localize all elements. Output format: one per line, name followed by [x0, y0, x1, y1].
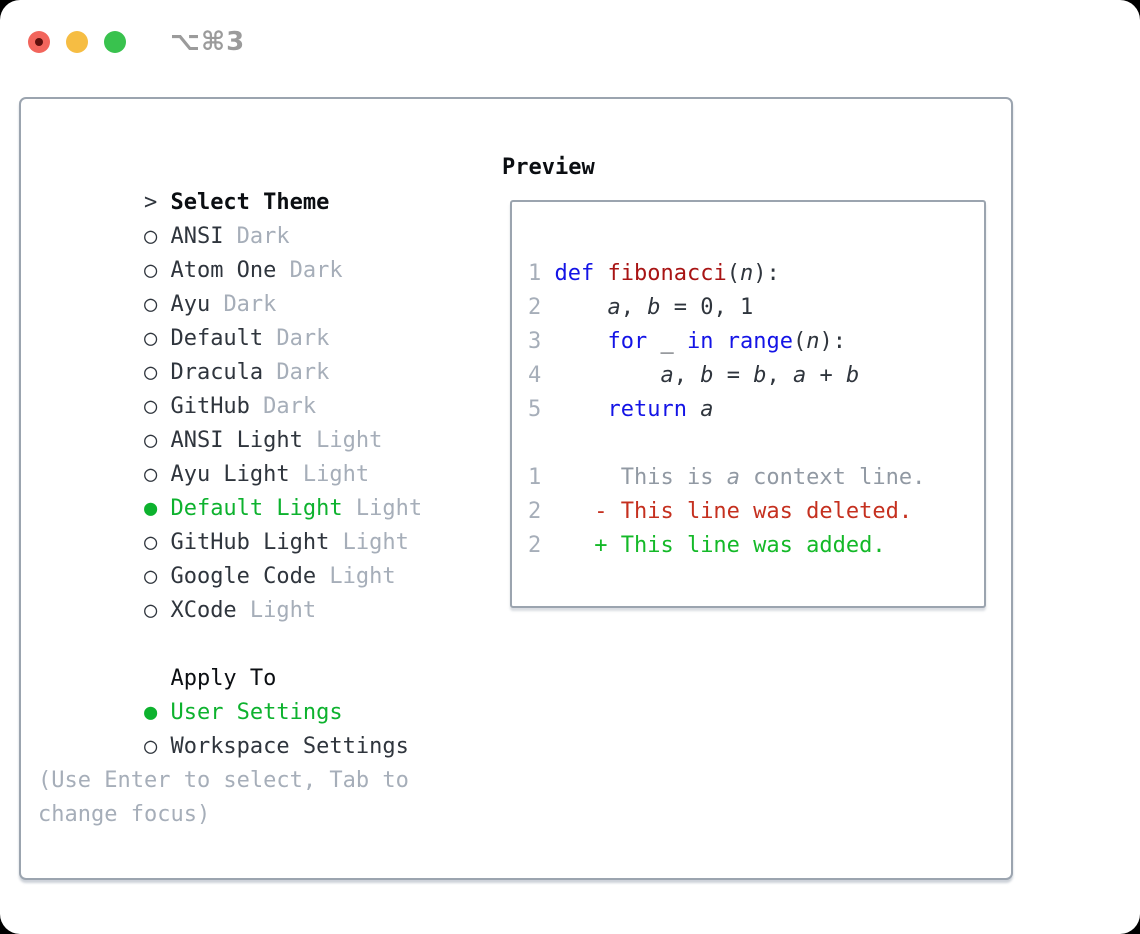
theme-name: Default Light [170, 496, 343, 521]
theme-tag: Dark [276, 326, 330, 351]
apply-option-user-settings[interactable]: ● User Settings [38, 662, 470, 725]
theme-tag: Dark [276, 360, 330, 385]
theme-tag: Dark [223, 292, 277, 317]
line-number: 1 [528, 261, 542, 286]
theme-name: ANSI [170, 224, 224, 249]
close-button-icon[interactable] [28, 31, 50, 53]
preview-diff-added-line: 2 + This line was added. [528, 533, 886, 558]
apply-option-label: Workspace Settings [170, 734, 409, 759]
theme-list-heading-label: Select Theme [170, 190, 330, 215]
cursor-icon: > [143, 190, 158, 215]
theme-item-ayu-dark[interactable]: ○ Ayu Dark [38, 254, 470, 317]
theme-tag: Dark [289, 258, 343, 283]
theme-name: Atom One [170, 258, 277, 283]
window-title: ⌥⌘3 [170, 27, 246, 57]
theme-tag: Light [342, 530, 409, 555]
line-number: 1 [528, 465, 542, 490]
radio-unselected-icon: ○ [143, 326, 158, 351]
theme-item-github-light[interactable]: ○ GitHub Light Light [38, 492, 470, 555]
radio-selected-icon: ● [143, 496, 158, 521]
radio-unselected-icon: ○ [143, 428, 158, 453]
line-number: 3 [528, 329, 542, 354]
radio-unselected-icon: ○ [143, 258, 158, 283]
theme-tag: Light [355, 496, 423, 521]
theme-tag: Dark [236, 224, 290, 249]
theme-tag: Light [316, 428, 383, 453]
preview-heading: Preview [502, 155, 595, 180]
radio-unselected-icon: ○ [143, 564, 158, 589]
theme-item-default-dark[interactable]: ○ Default Dark [38, 288, 470, 351]
theme-name: GitHub [170, 394, 250, 419]
zoom-button-icon[interactable] [104, 31, 126, 53]
theme-item-atom-one-dark[interactable]: ○ Atom One Dark [38, 220, 470, 283]
theme-name: XCode [170, 598, 237, 623]
title-bar: ⌥⌘3 [0, 0, 1140, 57]
line-number: 2 [528, 533, 542, 558]
apply-to-heading: Apply To [38, 628, 470, 691]
preview-diff-deleted-line: 2 - This line was deleted. [528, 499, 913, 524]
theme-list-heading: > Select Theme [38, 152, 470, 215]
help-text: (Use Enter to select, Tab to change focu… [38, 768, 409, 827]
apply-option-label: User Settings [170, 700, 343, 725]
theme-name: GitHub Light [170, 530, 330, 555]
theme-name: ANSI Light [170, 428, 303, 453]
preview-code-line: 4 a, b = b, a + b [528, 363, 860, 388]
minimize-button-icon[interactable] [66, 31, 88, 53]
preview-code-line: 3 for _ in range(n): [528, 329, 846, 354]
preview-code-line: 1 def fibonacci(n): [528, 261, 780, 286]
preview-code-line: 2 a, b = 0, 1 [528, 295, 754, 320]
line-number: 2 [528, 499, 542, 524]
radio-unselected-icon: ○ [143, 734, 158, 759]
line-number: 4 [528, 363, 542, 388]
apply-option-workspace-settings[interactable]: ○ Workspace Settings [38, 696, 470, 759]
preview-code-line: 5 return a [528, 397, 714, 422]
theme-item-dracula-dark[interactable]: ○ Dracula Dark [38, 322, 470, 385]
theme-tag: Dark [263, 394, 317, 419]
theme-name: Ayu Light [170, 462, 290, 487]
radio-unselected-icon: ○ [143, 394, 158, 419]
theme-item-xcode[interactable]: ○ XCode Light [38, 560, 470, 623]
radio-unselected-icon: ○ [143, 292, 158, 317]
theme-item-google-code[interactable]: ○ Google Code Light [38, 526, 470, 589]
preview-diff-context-line: 1 This is a context line. [528, 465, 926, 490]
theme-tag: Light [302, 462, 370, 487]
radio-unselected-icon: ○ [143, 360, 158, 385]
theme-item-ansi-light[interactable]: ○ ANSI Light Light [38, 390, 470, 453]
radio-unselected-icon: ○ [143, 598, 158, 623]
preview-blank-line [528, 427, 984, 461]
theme-name: Ayu [170, 292, 211, 317]
apply-to-heading-label: Apply To [170, 666, 277, 691]
theme-item-ayu-light[interactable]: ○ Ayu Light Light [38, 424, 470, 487]
theme-tag: Light [249, 598, 317, 623]
theme-item-ansi-dark[interactable]: ○ ANSI Dark [38, 186, 470, 249]
theme-item-default-light[interactable]: ● Default Light Light [38, 458, 470, 521]
theme-name: Google Code [170, 564, 317, 589]
radio-unselected-icon: ○ [143, 462, 158, 487]
radio-unselected-icon: ○ [143, 530, 158, 555]
radio-selected-icon: ● [143, 700, 158, 725]
theme-name: Dracula [170, 360, 264, 385]
line-number: 5 [528, 397, 542, 422]
preview-box: 1 def fibonacci(n): 2 a, b = 0, 1 3 for … [510, 200, 986, 608]
radio-unselected-icon: ○ [143, 224, 158, 249]
line-number: 2 [528, 295, 542, 320]
theme-name: Default [170, 326, 264, 351]
theme-tag: Light [329, 564, 396, 589]
theme-item-github-dark[interactable]: ○ GitHub Dark [38, 356, 470, 419]
